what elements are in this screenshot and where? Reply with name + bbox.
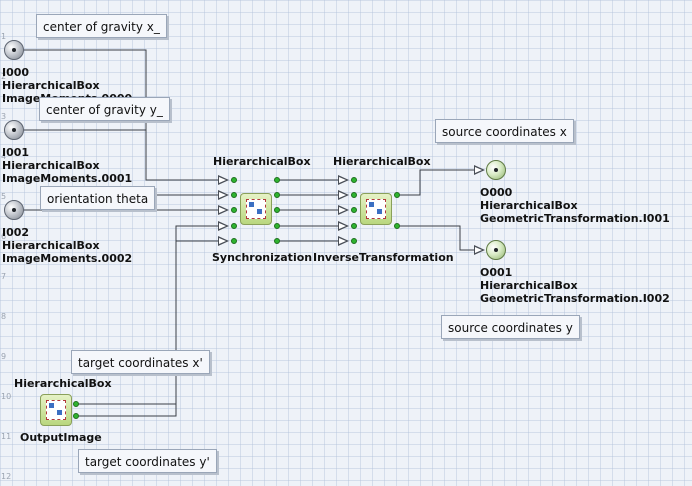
input-port-icon[interactable] — [4, 120, 24, 140]
in-pin[interactable] — [351, 207, 357, 213]
comment-note[interactable]: center of gravity y_ — [39, 97, 170, 121]
synchronization-block[interactable] — [240, 193, 272, 225]
output-image-block[interactable] — [40, 394, 72, 426]
input-arrow-icon — [218, 175, 229, 185]
output-arrow-icon — [474, 165, 485, 175]
out-pin[interactable] — [274, 223, 280, 229]
input-port-icon[interactable] — [4, 40, 24, 60]
input-arrow-icon — [218, 221, 229, 231]
in-pin[interactable] — [351, 192, 357, 198]
output-port-icon[interactable] — [486, 240, 506, 260]
comment-note[interactable]: target coordinates y' — [78, 449, 217, 473]
out-pin[interactable] — [394, 223, 400, 229]
comment-note[interactable]: target coordinates x' — [71, 350, 210, 374]
block-type-label: HierarchicalBox — [213, 155, 311, 168]
block-type-label: HierarchicalBox — [14, 377, 112, 390]
in-pin[interactable] — [231, 238, 237, 244]
row-number: 5 — [1, 192, 7, 201]
out-pin[interactable] — [274, 192, 280, 198]
input-arrow-icon — [218, 236, 229, 246]
out-pin[interactable] — [394, 192, 400, 198]
row-number: 9 — [1, 352, 7, 361]
in-pin[interactable] — [351, 238, 357, 244]
comment-note[interactable]: source coordinates y — [441, 315, 580, 339]
out-pin[interactable] — [73, 413, 79, 419]
comment-note[interactable]: source coordinates x — [435, 119, 574, 143]
in-pin[interactable] — [351, 177, 357, 183]
row-number: 6 — [1, 232, 7, 241]
block-name-label: OutputImage — [20, 431, 102, 444]
input-arrow-icon — [218, 205, 229, 215]
row-number: 1 — [1, 32, 7, 41]
block-name-label: Synchronization — [212, 251, 313, 264]
row-number: 8 — [1, 312, 7, 321]
row-number: 4 — [1, 152, 7, 161]
in-pin[interactable] — [231, 177, 237, 183]
in-pin[interactable] — [231, 207, 237, 213]
in-pin[interactable] — [231, 223, 237, 229]
row-number: 7 — [1, 272, 7, 281]
row-number: 3 — [1, 112, 7, 121]
comment-note[interactable]: orientation theta — [40, 186, 156, 210]
out-pin[interactable] — [274, 238, 280, 244]
input-port-icon[interactable] — [4, 200, 24, 220]
inverse-transformation-block[interactable] — [360, 193, 392, 225]
out-pin[interactable] — [274, 177, 280, 183]
input-arrow-icon — [338, 205, 349, 215]
row-number: 11 — [1, 432, 12, 441]
output-arrow-icon — [474, 245, 485, 255]
comment-note[interactable]: center of gravity x_ — [36, 14, 167, 38]
input-arrow-icon — [218, 190, 229, 200]
block-name-label: InverseTransformation — [313, 251, 454, 264]
output-port-icon[interactable] — [486, 160, 506, 180]
row-number: 12 — [1, 472, 12, 481]
row-number: 2 — [1, 72, 7, 81]
input-arrow-icon — [338, 221, 349, 231]
out-pin[interactable] — [73, 401, 79, 407]
in-pin[interactable] — [351, 223, 357, 229]
block-type-label: HierarchicalBox — [333, 155, 431, 168]
in-pin[interactable] — [231, 192, 237, 198]
out-pin[interactable] — [274, 207, 280, 213]
row-number: 10 — [1, 392, 12, 401]
input-arrow-icon — [338, 236, 349, 246]
input-arrow-icon — [338, 175, 349, 185]
input-arrow-icon — [338, 190, 349, 200]
